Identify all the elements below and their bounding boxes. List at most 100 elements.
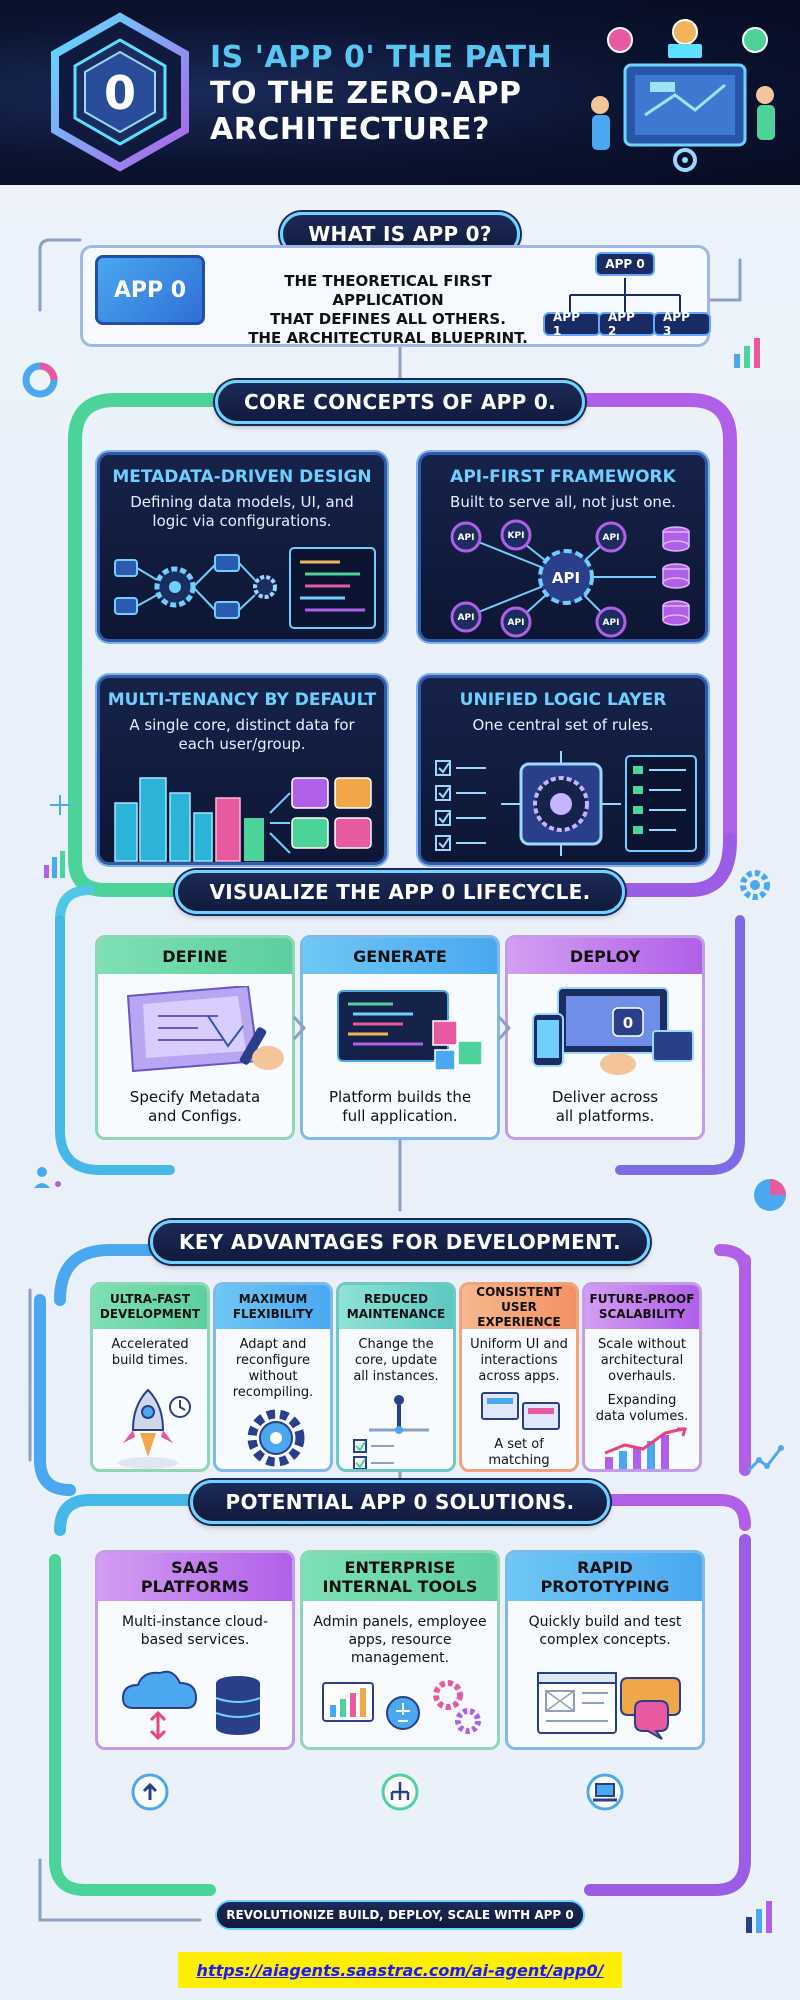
footer-tagline: REVOLUTIONIZE BUILD, DEPLOY, SCALE WITH … bbox=[215, 1900, 585, 1930]
app0-tag: APP 0 bbox=[95, 255, 205, 325]
tree-child-app1: APP 1 bbox=[543, 310, 601, 338]
concept-desc: A single core, distinct data for bbox=[129, 716, 355, 734]
solution-card-prototyping: RAPID PROTOTYPING Quickly build and test… bbox=[505, 1550, 705, 1750]
concept-desc: Built to serve all, not just one. bbox=[450, 493, 676, 511]
source-url-link[interactable]: https://aiagents.saastrac.com/ai-agent/a… bbox=[178, 1952, 622, 1988]
concept-desc: One central set of rules. bbox=[472, 716, 654, 734]
lever-checklist-icon bbox=[353, 1395, 429, 1469]
api-label: API bbox=[458, 613, 475, 623]
advantage-title: ULTRA-FAST DEVELOPMENT bbox=[93, 1285, 207, 1329]
logo-glyph: 0 bbox=[104, 66, 136, 120]
advantage-desc: Accelerated build times. bbox=[111, 1337, 189, 1368]
bar-chart-icon bbox=[746, 1901, 772, 1933]
advantage-desc: Adapt and reconfigure without recompilin… bbox=[232, 1337, 314, 1400]
solution-desc: Admin panels, employee apps, resource ma… bbox=[313, 1614, 487, 1666]
api-label: API bbox=[508, 618, 525, 628]
trend-line-icon bbox=[747, 1445, 784, 1472]
advantage-card-ultra-fast: ULTRA-FAST DEVELOPMENT Accelerated build… bbox=[90, 1282, 210, 1472]
advantage-card-flexibility: MAXIMUM FLEXIBILITY Adapt and reconfigur… bbox=[213, 1282, 333, 1472]
tree-root-app0: APP 0 bbox=[595, 252, 655, 276]
advantage-title: MAXIMUM FLEXIBILITY bbox=[216, 1285, 330, 1329]
api-label: API bbox=[458, 533, 475, 543]
user-network-icon bbox=[34, 1167, 61, 1188]
lifecycle-card-define: DEFINE Specify Metadata and Configs. bbox=[95, 935, 295, 1140]
concept-title: METADATA-DRIVEN DESIGN bbox=[112, 467, 372, 487]
solution-card-saas: SAAS PLATFORMS Multi-instance cloud- bas… bbox=[95, 1550, 295, 1750]
solution-title: SAAS PLATFORMS bbox=[98, 1553, 292, 1601]
gear-icon bbox=[740, 870, 770, 900]
advantage-card-scalability: FUTURE-PROOF SCALABILITY Scale without a… bbox=[582, 1282, 702, 1472]
api-label: KPI bbox=[508, 531, 525, 541]
lifecycle-step-title: DEPLOY bbox=[508, 938, 702, 974]
generate-code-cubes-icon bbox=[337, 990, 483, 1071]
page-title: IS 'APP 0' THE PATH TO THE ZERO-APP ARCH… bbox=[210, 40, 570, 148]
plus-sparkle-icon bbox=[50, 795, 70, 815]
concept-card-api-first: API-FIRST FRAMEWORK Built to serve all, … bbox=[418, 452, 708, 642]
arrow-right-icon bbox=[497, 1015, 511, 1041]
team-collaboration-illustration-icon bbox=[591, 19, 775, 172]
lifecycle-step-title: DEFINE bbox=[98, 938, 292, 974]
solution-title: ENTERPRISE INTERNAL TOOLS bbox=[303, 1553, 497, 1601]
advantage-note: A set of matching bbox=[488, 1437, 550, 1468]
title-line-2: TO THE ZERO-APP bbox=[210, 76, 522, 111]
city-tenants-icon bbox=[114, 777, 372, 862]
define-tablet-pen-icon bbox=[126, 986, 284, 1073]
advantage-title: CONSISTENT USER EXPERIENCE bbox=[462, 1285, 576, 1329]
cloud-database-icon bbox=[121, 1670, 261, 1741]
advantage-note: Expanding data volumes. bbox=[595, 1393, 689, 1424]
advantage-card-consistent-ux: CONSISTENT USER EXPERIENCE Uniform UI an… bbox=[459, 1282, 579, 1472]
concept-title: MULTI-TENANCY BY DEFAULT bbox=[107, 690, 377, 710]
bar-chart-icon bbox=[44, 851, 65, 878]
solution-card-enterprise: ENTERPRISE INTERNAL TOOLS Admin panels, … bbox=[300, 1550, 500, 1750]
gear-icon bbox=[247, 1409, 305, 1467]
app-tree-connector bbox=[569, 278, 681, 312]
deploy-devices-icon: 0 bbox=[532, 987, 694, 1075]
lifecycle-step-desc: Platform builds the full application. bbox=[328, 1088, 472, 1125]
wireframe-chat-icon bbox=[537, 1672, 681, 1740]
lifecycle-step-title: GENERATE bbox=[303, 938, 497, 974]
tree-child-app3: APP 3 bbox=[653, 310, 711, 338]
concept-desc: Defining data models, UI, and bbox=[130, 493, 354, 511]
api-label: API bbox=[603, 533, 620, 543]
solution-desc: Multi-instance cloud- based services. bbox=[122, 1614, 268, 1648]
rocket-icon bbox=[118, 1388, 191, 1469]
advantage-card-maintenance: REDUCED MAINTENANCE Change the core, upd… bbox=[336, 1282, 456, 1472]
lifecycle-step-desc: Specify Metadata and Configs. bbox=[129, 1088, 261, 1125]
solution-desc: Quickly build and test complex concepts. bbox=[528, 1614, 682, 1648]
concept-card-multi-tenancy: MULTI-TENANCY BY DEFAULT A single core, … bbox=[97, 675, 387, 865]
growth-chart-icon bbox=[604, 1427, 687, 1469]
section-heading-advantages: KEY ADVANTAGES FOR DEVELOPMENT. bbox=[150, 1220, 650, 1264]
logic-processor-icon bbox=[435, 751, 697, 856]
concept-title: API-FIRST FRAMEWORK bbox=[450, 467, 676, 487]
device-glyph: 0 bbox=[623, 1014, 633, 1032]
concept-card-unified-logic: UNIFIED LOGIC LAYER One central set of r… bbox=[418, 675, 708, 865]
admin-tools-icon bbox=[322, 1680, 481, 1734]
section-heading-core-concepts: CORE CONCEPTS OF APP 0. bbox=[215, 380, 585, 424]
lifecycle-card-deploy: DEPLOY 0 Deliver across all platforms. bbox=[505, 935, 705, 1140]
header-banner: 0 IS 'APP 0' THE PATH TO THE ZERO-APP AR… bbox=[0, 0, 800, 185]
advantage-desc: Uniform UI and interactions across apps. bbox=[470, 1337, 568, 1384]
pie-chart-icon bbox=[754, 1179, 786, 1211]
concept-desc: each user/group. bbox=[178, 735, 306, 753]
advantage-title: REDUCED MAINTENANCE bbox=[339, 1285, 453, 1329]
tree-child-app2: APP 2 bbox=[598, 310, 656, 338]
what-is-description: THE THEORETICAL FIRST APPLICATION THAT D… bbox=[248, 272, 528, 347]
title-line-1: IS 'APP 0' THE PATH bbox=[210, 40, 553, 75]
advantage-desc: Scale without architectural overhauls. bbox=[598, 1337, 686, 1384]
laptop-icon bbox=[586, 1773, 624, 1811]
arrow-right-icon bbox=[292, 1015, 306, 1041]
api-label: API bbox=[603, 618, 620, 628]
concept-title: UNIFIED LOGIC LAYER bbox=[459, 690, 667, 710]
pie-chart-icon bbox=[22, 362, 58, 398]
cloud-upload-icon bbox=[131, 1773, 169, 1811]
section-heading-solutions: POTENTIAL APP 0 SOLUTIONS. bbox=[190, 1480, 610, 1524]
bar-chart-icon bbox=[734, 338, 760, 368]
hierarchy-icon bbox=[381, 1773, 419, 1811]
advantage-title: FUTURE-PROOF SCALABILITY bbox=[585, 1285, 699, 1329]
metadata-gears-icon bbox=[114, 547, 376, 629]
api-hub-icon: API KPI API API API API API bbox=[450, 519, 690, 638]
api-center-label: API bbox=[552, 569, 580, 587]
lifecycle-card-generate: GENERATE Platform builds the full applic… bbox=[300, 935, 500, 1140]
concept-desc: logic via configurations. bbox=[152, 512, 332, 530]
